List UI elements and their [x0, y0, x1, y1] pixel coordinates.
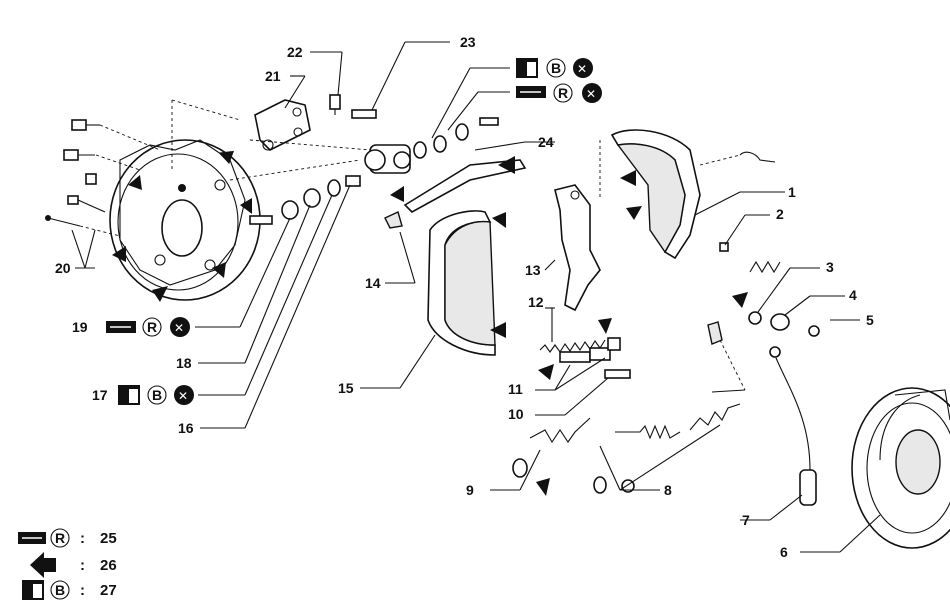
cylinder-parts-row [249, 175, 361, 225]
legend: R : 25 : 26 B : 27 [18, 528, 117, 600]
leader-lines [71, 41, 881, 553]
x-mark-icon: ✕ [178, 389, 188, 403]
legend-item-arrow: : 26 [30, 552, 117, 578]
callout-23: 23 [460, 34, 476, 50]
legend-value-25: 25 [100, 530, 117, 547]
x-mark-icon: ✕ [586, 87, 596, 101]
legend-item-grease: R : 25 [18, 528, 117, 548]
callout-4: 4 [849, 287, 857, 303]
letter-r: R [558, 85, 568, 101]
lever-part-13 [554, 184, 601, 312]
clip-part-14 [384, 211, 403, 229]
wheel-cylinder-part-23 [351, 109, 499, 174]
callout-10: 10 [508, 406, 524, 422]
x-mark-icon: ✕ [577, 62, 587, 76]
adjuster-screw-part-11 [538, 337, 621, 380]
symbol-group-19: R ✕ [106, 317, 190, 337]
callout-9: 9 [466, 482, 474, 498]
brake-shoe-part-15 [427, 210, 506, 356]
legend-letter-b: B [55, 582, 65, 598]
callout-8: 8 [664, 482, 672, 498]
spring-part-12 [539, 318, 612, 353]
callout-12: 12 [528, 294, 544, 310]
bracket-part-21 [254, 99, 311, 151]
adjuster-part-24 [390, 156, 527, 213]
spring-part-9 [512, 417, 591, 496]
legend-value-27: 27 [100, 582, 117, 599]
mounting-bolts [45, 119, 121, 237]
callout-22: 22 [287, 44, 303, 60]
callout-19: 19 [72, 319, 88, 335]
callout-7: 7 [742, 512, 750, 528]
legend-separator: : [80, 582, 85, 599]
callout-5: 5 [866, 312, 874, 328]
spring-part-8 [593, 403, 741, 494]
callout-2: 2 [776, 206, 784, 222]
service-arrows-left [112, 150, 252, 302]
symbol-group-17: B ✕ [118, 385, 194, 405]
parking-cable-part-7 [769, 346, 817, 506]
legend-value-26: 26 [100, 557, 117, 574]
springs-parts-2-5 [707, 242, 820, 345]
callout-14: 14 [365, 275, 381, 291]
callout-11: 11 [508, 381, 523, 397]
callout-1: 1 [788, 184, 796, 200]
symbol-group-grease-r-top: R ✕ [516, 83, 602, 103]
brake-drum-part-6 [851, 387, 950, 549]
callout-6: 6 [780, 544, 788, 560]
callout-18: 18 [176, 355, 192, 371]
callout-21: 21 [265, 68, 281, 84]
brake-shoe-part-1 [610, 129, 776, 260]
callout-3: 3 [826, 259, 834, 275]
letter-b: B [152, 387, 162, 403]
callout-labels: 1 2 3 4 5 6 7 8 9 10 11 12 13 14 15 16 1… [55, 34, 874, 560]
letter-r: R [147, 319, 157, 335]
bleeder-part-22 [329, 94, 341, 115]
callout-20: 20 [55, 260, 71, 276]
callout-13: 13 [525, 262, 541, 278]
x-mark-icon: ✕ [174, 321, 184, 335]
legend-separator: : [80, 530, 85, 547]
arrow-icon [30, 552, 56, 578]
legend-separator: : [80, 557, 85, 574]
callout-24: 24 [538, 134, 554, 150]
callout-17: 17 [92, 387, 108, 403]
symbol-group-fluid-b-top: B ✕ [516, 58, 593, 78]
letter-b: B [551, 60, 561, 76]
pin-part-10 [604, 369, 631, 379]
backing-plate [109, 139, 261, 301]
callout-16: 16 [178, 420, 194, 436]
callout-15: 15 [338, 380, 354, 396]
legend-item-fluid: B : 27 [22, 580, 117, 600]
legend-letter-r: R [55, 530, 65, 546]
